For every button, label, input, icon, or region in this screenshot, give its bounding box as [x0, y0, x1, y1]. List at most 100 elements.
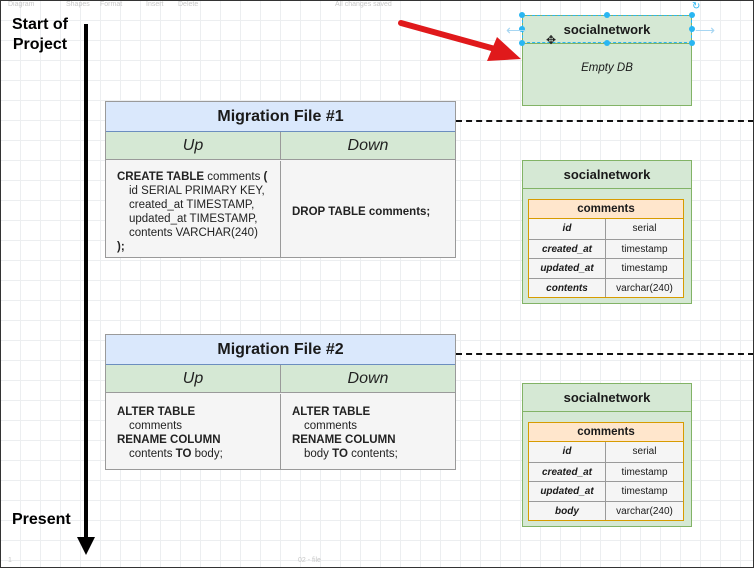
save-status: All changes saved	[335, 1, 392, 8]
table-row[interactable]: id serial	[529, 442, 683, 462]
column-type: timestamp	[621, 263, 668, 274]
column-name: id	[529, 219, 606, 239]
code-line: comments	[292, 419, 398, 433]
column-type: timestamp	[621, 466, 668, 478]
code-text: comments	[129, 420, 183, 432]
dashed-connector	[456, 353, 754, 355]
code-keyword: TO	[175, 448, 192, 460]
code-text: updated_at TIMESTAMP,	[129, 213, 258, 225]
resize-handle[interactable]	[519, 40, 525, 46]
code-line: created_at TIMESTAMP,	[117, 198, 267, 212]
code-text: body;	[191, 448, 223, 460]
column-type: timestamp	[621, 486, 668, 497]
resize-handle[interactable]	[519, 26, 525, 32]
resize-handle[interactable]	[519, 12, 525, 18]
code-line: DROP TABLE comments;	[292, 205, 430, 219]
code-line: contents TO body;	[117, 447, 223, 461]
table-row[interactable]: id serial	[529, 219, 683, 239]
column-type: serial	[632, 223, 657, 234]
column-type: timestamp	[621, 243, 668, 255]
column-type: varchar(240)	[616, 282, 673, 294]
code-keyword: DROP TABLE	[292, 206, 366, 218]
up-header: Up	[182, 137, 204, 154]
code-line: contents VARCHAR(240)	[117, 226, 267, 240]
code-line: RENAME COLUMN	[117, 433, 223, 447]
code-keyword: );	[117, 241, 125, 253]
code-line: id SERIAL PRIMARY KEY,	[117, 184, 267, 198]
code-line: ALTER TABLE	[117, 405, 223, 419]
page-tab[interactable]: 1	[8, 557, 12, 564]
resize-handle[interactable]	[689, 12, 695, 18]
db-state-after-migration-2[interactable]: socialnetwork comments id serial created_a…	[522, 383, 692, 527]
code-line: updated_at TIMESTAMP,	[117, 212, 267, 226]
toolbar-item[interactable]: Diagram	[8, 1, 35, 8]
column-type: serial	[632, 446, 657, 457]
resize-handle[interactable]	[604, 40, 610, 46]
table-row[interactable]: updated_at timestamp	[529, 481, 683, 501]
move-cursor-icon: ✥	[546, 33, 557, 47]
dashed-connector	[456, 120, 754, 122]
table-name: comments	[529, 200, 683, 219]
resize-handle[interactable]	[604, 12, 610, 18]
code-line: RENAME COLUMN	[292, 433, 398, 447]
toolbar-item[interactable]: Shapes	[66, 1, 90, 8]
toolbar-item[interactable]: Delete	[178, 1, 199, 8]
timeline-arrowhead-icon	[77, 537, 95, 555]
code-text: contents	[129, 448, 176, 460]
table-name: comments	[529, 423, 683, 442]
timeline-end-label: Present	[12, 511, 71, 528]
db-title: socialnetwork	[523, 384, 691, 412]
code-keyword: RENAME COLUMN	[292, 434, 396, 446]
up-header: Up	[182, 370, 204, 387]
code-keyword: ALTER TABLE	[117, 406, 196, 418]
resize-handle[interactable]	[689, 40, 695, 46]
code-line: body TO contents;	[292, 447, 398, 461]
code-keyword: comments;	[365, 206, 431, 218]
migration-headers: Up Down	[106, 365, 455, 393]
migration-title: Migration File #1	[106, 102, 455, 132]
code-line: CREATE TABLE comments (	[117, 170, 267, 184]
code-line: comments	[117, 419, 223, 433]
code-text: comments	[204, 171, 264, 183]
migration-file-1[interactable]: Migration File #1 Up Down CREATE TABLE c…	[105, 101, 456, 258]
connect-left-arrow-icon[interactable]: ⟵	[506, 22, 527, 38]
down-code: DROP TABLE comments;	[280, 161, 455, 257]
code-line: );	[117, 240, 267, 254]
column-type: varchar(240)	[616, 505, 673, 517]
page-tab[interactable]: 02 - file	[298, 557, 321, 564]
code-line: ALTER TABLE	[292, 405, 398, 419]
toolbar-item[interactable]: Insert	[146, 1, 164, 8]
column-name: id	[529, 442, 606, 462]
migration-title: Migration File #2	[106, 335, 455, 365]
up-code: CREATE TABLE comments (id SERIAL PRIMARY…	[106, 161, 280, 257]
table-row[interactable]: body varchar(240)	[529, 500, 683, 520]
column-name: updated_at	[529, 482, 606, 501]
editor-toolbar: Diagram Shapes Format Insert Delete All …	[0, 0, 754, 12]
code-keyword: TO	[332, 448, 348, 460]
resize-handle[interactable]	[689, 26, 695, 32]
column-name: created_at	[529, 462, 606, 481]
table-row[interactable]: created_at timestamp	[529, 238, 683, 258]
table-row[interactable]: created_at timestamp	[529, 461, 683, 481]
migration-headers: Up Down	[106, 132, 455, 160]
toolbar-item[interactable]: Format	[100, 1, 123, 8]
code-text: created_at TIMESTAMP,	[129, 199, 255, 211]
db-state-empty[interactable]: socialnetwork Empty DB	[522, 15, 692, 106]
code-text: contents;	[347, 448, 398, 460]
down-header: Down	[280, 365, 455, 392]
connect-right-arrow-icon[interactable]: ⟶	[695, 22, 716, 38]
timeline-start-label: Start of Project	[12, 16, 68, 53]
column-name: created_at	[529, 239, 606, 258]
column-name: body	[529, 501, 606, 520]
code-keyword: RENAME COLUMN	[117, 434, 221, 446]
rotate-icon[interactable]: ↻	[692, 1, 701, 12]
code-keyword: CREATE TABLE	[117, 171, 205, 183]
